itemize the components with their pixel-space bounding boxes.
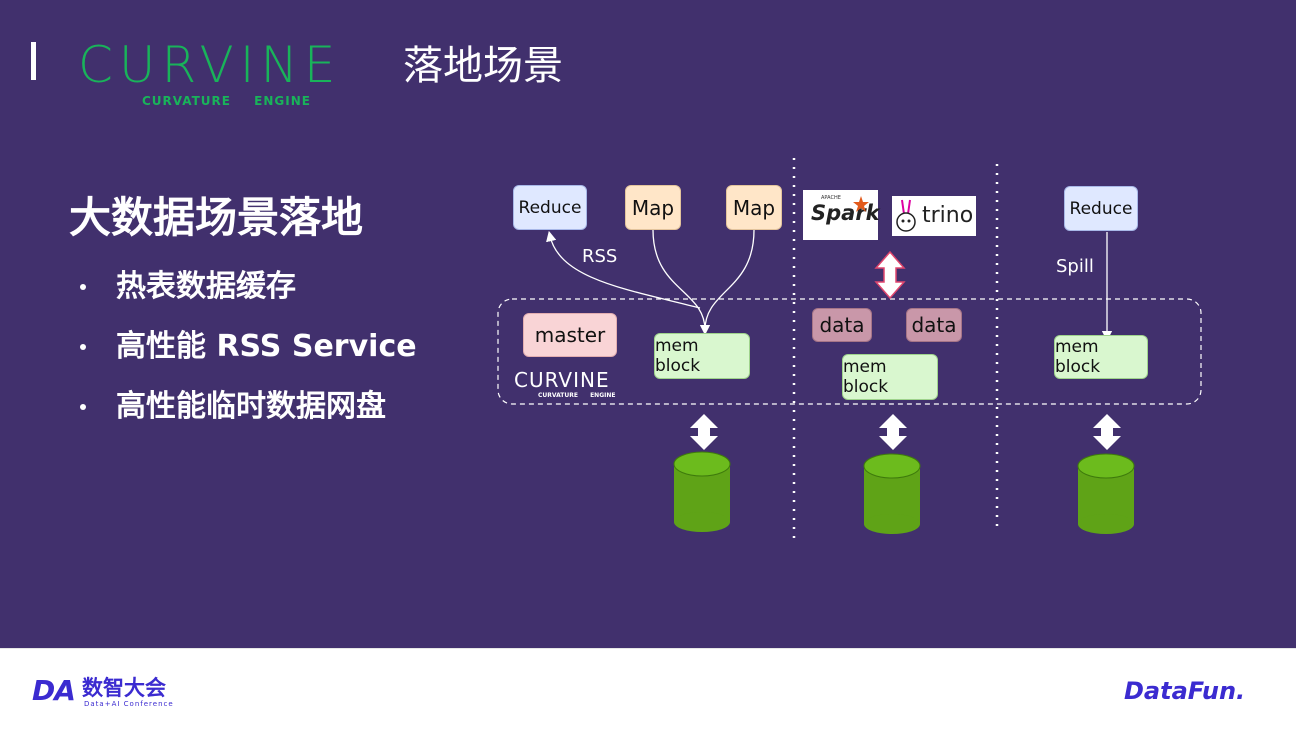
reduce-node-2: Reduce	[1064, 186, 1138, 231]
disk-icon	[863, 453, 921, 534]
disk-icon	[1077, 453, 1135, 534]
bullet-item: 高性能 RSS Service	[76, 322, 417, 382]
curvine-mini-word: CURVINE	[514, 368, 610, 392]
bullet-text: 高性能 RSS Service	[116, 329, 417, 364]
spark-text: Spark	[811, 201, 880, 225]
curvine-logo-sub: CURVATURE ENGINE	[142, 94, 311, 108]
architecture-diagram: Reduce Map Map RSS master CURVINE CURVAT…	[480, 140, 1240, 560]
footer-left-brand: DA 数智大会 Data+AI Conference	[32, 674, 173, 708]
bullet-item: 高性能临时数据网盘	[76, 382, 417, 442]
map1-to-memblock-line	[652, 229, 706, 331]
curvine-mini-sub: CURVATURE ENGINE	[538, 392, 616, 399]
mem-block-node-3: mem block	[1054, 335, 1148, 379]
spark-logo: APACHE Spark	[803, 190, 880, 240]
footer-da-letters: DA	[32, 674, 76, 707]
bullet-text: 高性能临时数据网盘	[116, 389, 386, 424]
footer-datafun-text: DataFun.	[1124, 677, 1246, 705]
curvine-logo: CURVINE CURVATURE ENGINE	[78, 30, 378, 112]
spark-star-icon	[853, 196, 869, 212]
double-arrow-icon	[1093, 414, 1121, 450]
double-arrow-icon	[874, 250, 906, 300]
bullet-dot-icon	[80, 344, 86, 350]
double-arrow-icon	[879, 414, 907, 450]
trino-bunny-icon	[896, 199, 916, 232]
bullet-list: 热表数据缓存 高性能 RSS Service 高性能临时数据网盘	[76, 262, 417, 442]
reduce-node: Reduce	[513, 185, 587, 230]
master-node: master	[523, 313, 617, 357]
diagram-lines	[497, 158, 1202, 538]
footer-brand-sub: Data+AI Conference	[84, 700, 174, 708]
double-arrow-icon	[690, 414, 718, 450]
bullet-dot-icon	[80, 284, 86, 290]
data-node-1: data	[812, 308, 872, 342]
curvine-mini-logo: CURVINE CURVATURE ENGINE	[514, 368, 626, 400]
map-node-1: Map	[625, 185, 681, 230]
footer-right-brand: DataFun.	[1124, 677, 1245, 705]
footer-brand-text: 数智大会	[82, 676, 167, 700]
map-node-2: Map	[726, 185, 782, 230]
page-title: 落地场景	[403, 43, 563, 89]
rss-to-reduce-line	[546, 230, 701, 309]
slide: CURVINE CURVATURE ENGINE 落地场景 大数据场景落地 热表…	[0, 0, 1296, 648]
disk-icon	[673, 451, 731, 532]
section-title: 大数据场景落地	[69, 193, 364, 242]
map2-to-memblock-line	[699, 229, 755, 336]
trino-text: trino	[922, 203, 974, 228]
bullet-item: 热表数据缓存	[76, 262, 417, 322]
rss-label: RSS	[582, 246, 618, 267]
bullet-text: 热表数据缓存	[116, 269, 296, 304]
footer	[0, 648, 1296, 729]
curvine-logo-word: CURVINE	[78, 36, 342, 94]
header-accent-bar	[31, 42, 36, 80]
spill-label: Spill	[1056, 256, 1094, 277]
bullet-dot-icon	[80, 404, 86, 410]
mem-block-node-2: mem block	[842, 354, 938, 400]
data-node-2: data	[906, 308, 962, 342]
trino-logo: trino	[892, 196, 976, 236]
spark-apache-text: APACHE	[821, 195, 841, 201]
mem-block-node-1: mem block	[654, 333, 750, 379]
cluster-border	[497, 298, 1202, 405]
